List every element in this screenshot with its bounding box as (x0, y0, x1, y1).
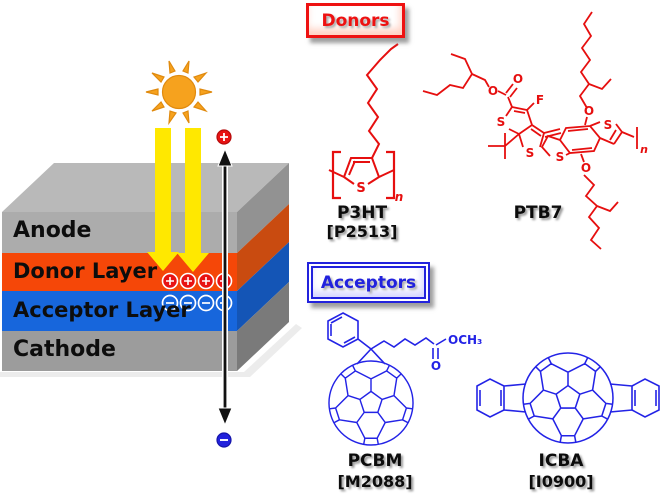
sulfur-label: S (497, 115, 506, 129)
light-beam-arrowhead (147, 252, 179, 271)
ptb7-vinylene (543, 128, 562, 138)
pcbm-code: [M2088] (337, 472, 413, 491)
p3ht-code: [P2513] (326, 222, 398, 241)
icba-left-indene (476, 378, 527, 418)
cathode-front-face (2, 331, 237, 371)
pcbm-fullerene-cage (328, 360, 414, 446)
oxygen-label: O (513, 72, 523, 86)
acceptors-title-box: Acceptors (307, 262, 430, 303)
sulfur-label: S (526, 146, 535, 160)
electron-icon (161, 294, 179, 312)
right-bracket (386, 150, 396, 200)
p3ht-thiophene-ring (328, 157, 395, 185)
hole-icon (161, 272, 179, 290)
electron-icons-row (161, 294, 233, 312)
anode-side-face (237, 163, 289, 253)
left-bracket (331, 150, 341, 200)
icba-fullerene-cage (522, 352, 614, 444)
ptb7-name: PTB7 (513, 203, 563, 223)
pcbm-ester-chain (370, 337, 447, 359)
p3ht-hexyl-chain (365, 43, 399, 159)
oxygen-label: O (581, 161, 591, 175)
pcbm-name: PCBM (347, 451, 403, 471)
extracted-electron-icon (216, 432, 232, 448)
cathode-label: Cathode (13, 337, 116, 362)
repeat-index-label: n (640, 143, 648, 156)
hole-icon (179, 272, 197, 290)
ptb7-thienothiophene (488, 102, 546, 159)
charge-flow-arrow (216, 129, 233, 448)
light-beam-arrowhead (177, 253, 209, 272)
icba-right-indene (609, 378, 660, 418)
pcbm-phenyl-ring (327, 312, 372, 350)
light-beam (185, 128, 201, 254)
acceptor-front-face (2, 291, 237, 331)
anode-label: Anode (13, 218, 92, 243)
p3ht-name: P3HT (336, 203, 388, 223)
methyl-ester-label: OCH₃ (448, 333, 482, 347)
icba-name: ICBA (538, 451, 584, 471)
sun-icon (145, 60, 213, 126)
donors-title-box: Donors (306, 3, 405, 38)
oxygen-label: O (431, 359, 441, 373)
hole-icon (197, 272, 215, 290)
electron-icon (179, 294, 197, 312)
sulfur-label: S (556, 150, 565, 164)
ptb7-left-alkyl-chain (422, 53, 490, 96)
stack-top-face (2, 163, 289, 212)
fluorine-label: F (536, 93, 544, 107)
acceptors-title: Acceptors (320, 272, 417, 293)
icba-structure (476, 352, 660, 444)
p3ht-structure: S n (328, 43, 404, 204)
acceptor-layer-label: Acceptor Layer (13, 298, 191, 322)
pcbm-structure: O OCH₃ (327, 312, 482, 446)
donor-layer-label: Donor Layer (13, 259, 158, 283)
extracted-hole-icon (216, 129, 232, 145)
ptb7-bottom-chain (583, 174, 619, 250)
oxygen-label: O (584, 104, 594, 118)
donors-title: Donors (321, 10, 390, 31)
cathode-side-face (237, 282, 289, 371)
oxygen-label: O (488, 84, 498, 98)
sulfur-label: S (604, 118, 613, 132)
sulfur-label: S (356, 181, 365, 196)
icba-code: [I0900] (528, 472, 594, 491)
acceptor-side-face (237, 242, 289, 331)
electron-icon (197, 294, 215, 312)
ptb7-top-right-chain (578, 11, 612, 109)
repeat-index-label: n (395, 190, 404, 204)
solar-cell-stack (0, 163, 302, 377)
light-beam (155, 128, 171, 253)
ptb7-structure: O O S F S S S O O n (422, 11, 648, 250)
ptb7-benzodithiophene (540, 116, 638, 163)
donor-side-face (237, 204, 289, 291)
light-beams (147, 128, 209, 272)
ptb7-ester-group (497, 83, 518, 108)
